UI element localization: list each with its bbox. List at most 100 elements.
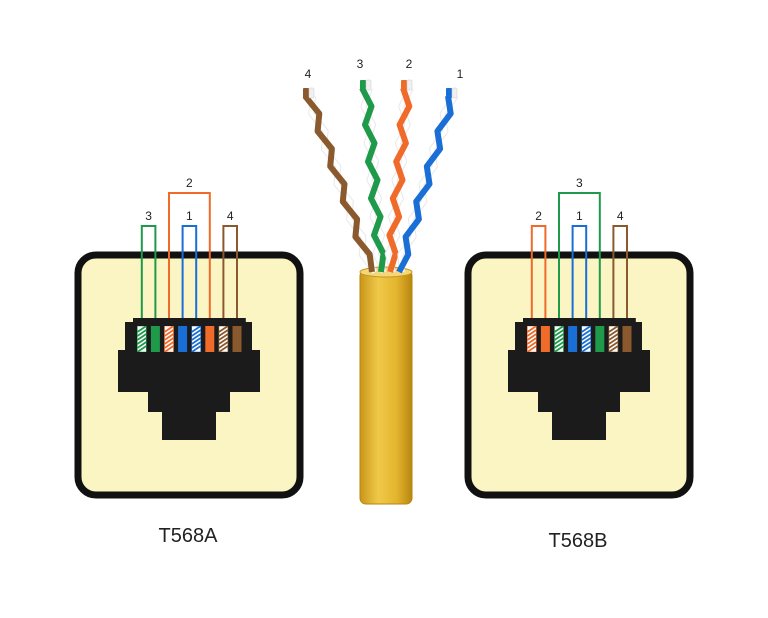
- pin-7-white-brown: [608, 325, 619, 353]
- pin-8-brown: [622, 326, 632, 352]
- pin-stripe: [218, 333, 229, 341]
- pin-stripe: [554, 341, 564, 349]
- pair-bracket-line: [168, 192, 211, 326]
- pin-stripe: [554, 329, 564, 337]
- pair-bracket-3: 3: [558, 176, 601, 326]
- cable-wire-tip-white-3: [365, 79, 372, 91]
- cable-wire-tip-white-4: [308, 87, 315, 99]
- pair-bracket-2: 2: [530, 209, 547, 326]
- pin-1-white-green: [136, 325, 147, 353]
- pin-2-green: [150, 326, 160, 352]
- pin-stripe: [136, 333, 147, 341]
- pin-stripe: [191, 341, 202, 349]
- pin-stripe: [526, 333, 537, 341]
- pin-stripe: [136, 337, 147, 345]
- cable-pair-label: 2: [406, 57, 413, 71]
- pin-stripe: [164, 325, 174, 333]
- pin-stripe: [218, 337, 229, 345]
- pin-stripe: [218, 325, 229, 333]
- pin-contact: [595, 326, 605, 352]
- pair-bracket-line: [222, 225, 238, 326]
- pin-stripe: [164, 337, 174, 345]
- pin-stripe: [136, 329, 147, 337]
- standard-label-t568b: T568B: [549, 530, 608, 552]
- pair-bracket-1: 1: [571, 209, 588, 326]
- pin-stripe: [554, 333, 564, 341]
- pin-stripe: [191, 329, 202, 337]
- pin-4-blue: [178, 326, 188, 352]
- socket-lip: [523, 318, 636, 326]
- pin-1-white-orange: [526, 325, 537, 353]
- pin-contact: [137, 326, 147, 352]
- cable-pair-label: 3: [357, 57, 364, 71]
- pair-bracket-4: 4: [612, 209, 628, 326]
- pin-stripe: [608, 341, 619, 349]
- cable-wire-tip-white-1: [451, 87, 458, 99]
- cable-pair-label: 4: [305, 67, 312, 81]
- pin-contact: [581, 326, 591, 352]
- pair-bracket-3: 3: [140, 209, 157, 326]
- pair-number-label: 1: [576, 209, 583, 223]
- cable-wire-tip-4: [303, 88, 309, 98]
- pin-6-orange: [205, 326, 215, 352]
- cable-jacket: [359, 269, 413, 505]
- pair-number-label: 1: [186, 209, 193, 223]
- pin-contact: [205, 326, 215, 352]
- pin-stripe: [581, 325, 592, 333]
- cable-pair-4: 4: [302, 67, 378, 274]
- pin-stripe: [191, 337, 202, 345]
- socket-lip-bottom: [523, 352, 636, 358]
- pin-stripe: [136, 345, 147, 353]
- pin-stripe: [526, 337, 537, 345]
- pin-stripe: [191, 333, 202, 341]
- pin-stripe: [608, 329, 619, 337]
- pin-stripe: [191, 325, 202, 333]
- standard-label-t568a: T568A: [159, 525, 219, 547]
- cable-wire-orange-2: [386, 87, 413, 273]
- pin-stripe: [218, 341, 229, 349]
- pair-number-label: 2: [186, 176, 193, 190]
- pair-bracket-line: [181, 225, 198, 326]
- pin-stripe: [608, 325, 619, 333]
- cable-pair-3: 3: [357, 57, 387, 274]
- pin-stripe: [608, 345, 619, 353]
- pair-bracket-2: 2: [168, 176, 211, 326]
- pin-stripe: [581, 329, 592, 337]
- pair-bracket-line: [530, 225, 547, 326]
- pin-stripe: [581, 345, 592, 353]
- cable-wire-tip-3: [360, 80, 366, 90]
- pair-number-label: 2: [535, 209, 542, 223]
- pin-stripe: [164, 341, 174, 349]
- cable-pair-1: 1: [396, 67, 464, 274]
- pin-stripe: [164, 333, 174, 341]
- pin-contact: [218, 326, 228, 352]
- pin-3-white-orange: [164, 325, 174, 353]
- pin-stripe: [136, 325, 147, 333]
- pin-stripe: [554, 325, 564, 333]
- pair-number-label: 4: [227, 209, 234, 223]
- cable-pair-label: 1: [457, 67, 464, 81]
- pin-stripe: [136, 341, 147, 349]
- pair-bracket-line: [612, 225, 628, 326]
- pin-contact: [232, 326, 242, 352]
- twisted-pair-cable: 4 3 2 1: [302, 57, 464, 505]
- pin-stripe: [581, 337, 592, 345]
- pin-stripe: [164, 329, 174, 337]
- pin-stripe: [218, 329, 229, 337]
- pair-number-label: 3: [576, 176, 583, 190]
- pin-contact: [178, 326, 188, 352]
- pin-contact: [608, 326, 618, 352]
- pin-8-brown: [232, 326, 242, 352]
- pin-5-white-blue: [191, 325, 202, 353]
- cable-wire-blue-1: [396, 95, 454, 274]
- pin-contact: [554, 326, 564, 352]
- jack-t568b: 2 3 1 4: [464, 176, 694, 499]
- pin-contact: [150, 326, 160, 352]
- socket-lip: [133, 318, 246, 326]
- pin-3-white-green: [554, 325, 564, 353]
- pin-stripe: [581, 333, 592, 341]
- pin-4-blue: [568, 326, 578, 352]
- pin-6-green: [595, 326, 605, 352]
- socket-lip-bottom: [133, 352, 246, 358]
